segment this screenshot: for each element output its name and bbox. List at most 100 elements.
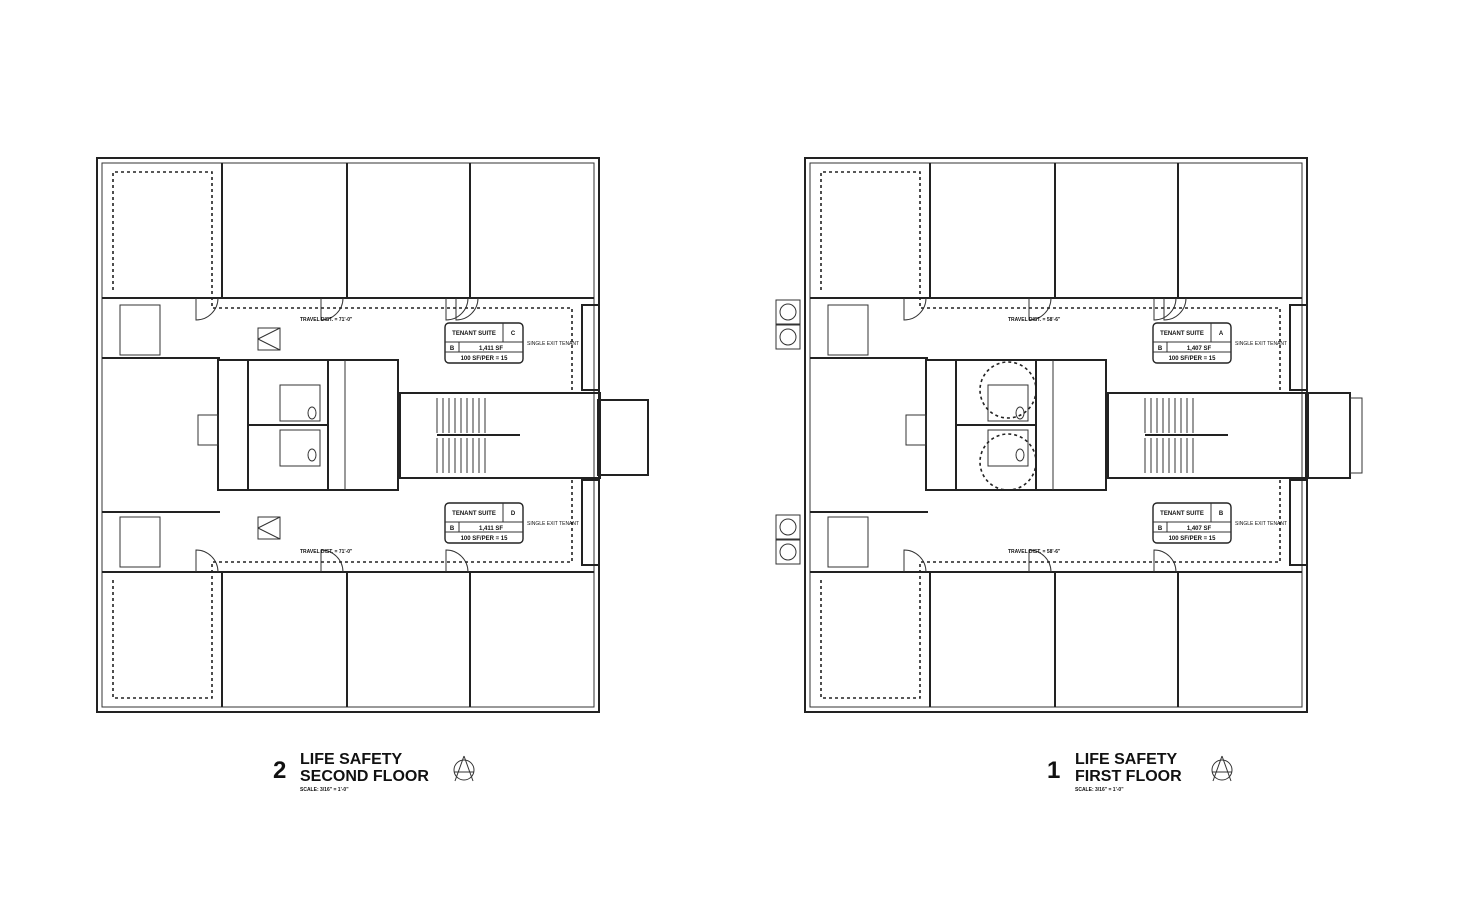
toilet-icon <box>307 406 317 420</box>
suite-id: A <box>1219 331 1224 337</box>
title-line1: LIFE SAFETY <box>1075 751 1178 768</box>
condenser-unit-icon <box>775 299 801 325</box>
travel-distance: TRAVEL DIST. = 58'-6" <box>1008 317 1061 323</box>
tenant-suite-table: TENANT SUITE A B 1,407 SF 100 SF/PER = 15 SIN… <box>1152 322 1287 364</box>
suite-label: TENANT SUITE <box>1160 331 1204 337</box>
toilet-icon <box>307 448 317 462</box>
plan-number: 1 <box>1047 757 1060 784</box>
north-arrow-icon <box>1211 755 1233 782</box>
condenser-unit-icon <box>775 539 801 565</box>
toilet-room <box>987 429 1029 467</box>
sink-counter <box>197 414 219 446</box>
exit-stair-landing <box>1289 479 1308 566</box>
closet <box>827 516 869 568</box>
toilet-room <box>987 384 1029 422</box>
shaft-line <box>257 338 281 351</box>
suite-id: D <box>511 511 516 517</box>
shaft-line <box>257 516 281 529</box>
suite-label: TENANT SUITE <box>1160 511 1204 517</box>
condenser-box <box>775 299 801 325</box>
restroom-wall <box>925 359 957 491</box>
toilet-room <box>279 384 321 422</box>
shaft-line <box>257 527 281 540</box>
egress-path <box>820 171 1281 393</box>
toilet-icon <box>1015 448 1025 462</box>
door-swing <box>195 297 219 321</box>
toilet-room <box>279 429 321 467</box>
sink-counter <box>905 414 927 446</box>
occupant-load: 100 SF/PER = 15 <box>1169 356 1217 362</box>
exit-note: SINGLE EXIT TENANT <box>1235 341 1287 347</box>
suite-label: TENANT SUITE <box>452 331 496 337</box>
scale-note: SCALE: 3/16" = 1'-0" <box>300 787 349 793</box>
travel-distance: TRAVEL DIST. = 71'-0" <box>300 549 353 555</box>
door-swing <box>445 297 469 321</box>
entry-doors <box>1349 397 1363 474</box>
stair-enclosure <box>399 392 601 479</box>
travel-distance: TRAVEL DIST. = 58'-6" <box>1008 549 1061 555</box>
exit-stair-landing <box>1289 304 1308 391</box>
door-swing <box>1028 297 1052 321</box>
plan-number: 2 <box>273 757 286 784</box>
condenser-box <box>775 324 801 350</box>
restroom-wall <box>217 359 249 491</box>
door-swing <box>903 549 927 573</box>
egress-path <box>112 478 573 699</box>
title-line2: SECOND FLOOR <box>300 768 429 785</box>
condenser-unit-icon <box>775 514 801 540</box>
door-swing <box>903 297 927 321</box>
door-swing <box>320 549 344 573</box>
janitor-room <box>327 359 399 491</box>
title-line1: LIFE SAFETY <box>300 751 403 768</box>
suite-area: 1,411 SF <box>479 526 503 532</box>
turning-circle <box>979 361 1037 419</box>
condenser-box <box>775 514 801 540</box>
closet <box>119 304 161 356</box>
door-swing <box>1028 549 1052 573</box>
exit-note: SINGLE EXIT TENANT <box>527 521 579 527</box>
janitor-room <box>1035 359 1107 491</box>
shaft-line <box>257 327 281 340</box>
turning-circle <box>979 433 1037 491</box>
stair-enclosure <box>1107 392 1309 479</box>
occupant-load: 100 SF/PER = 15 <box>1169 536 1217 542</box>
first-floor-title: 1 LIFE SAFETY FIRST FLOOR SCALE: 3/16" =… <box>1047 751 1233 793</box>
suite-id: B <box>1219 511 1224 517</box>
fan-icon <box>779 328 797 346</box>
shaft-icon <box>257 327 281 351</box>
closet <box>827 304 869 356</box>
suite-area: 1,407 SF <box>1187 346 1212 352</box>
egress-path <box>112 171 573 393</box>
stair-treads <box>1144 398 1194 473</box>
fan-icon <box>779 543 797 561</box>
shaft-box <box>257 327 281 351</box>
suite-id: C <box>511 331 516 337</box>
toilet-icon <box>1015 406 1025 420</box>
door-swing <box>1163 297 1187 321</box>
exit-note: SINGLE EXIT TENANT <box>527 341 579 347</box>
door-swing <box>455 297 479 321</box>
occupancy-group: B <box>1158 346 1163 352</box>
suite-label: TENANT SUITE <box>452 511 496 517</box>
stair-treads <box>436 398 486 473</box>
occupant-load: 100 SF/PER = 15 <box>461 536 509 542</box>
occupancy-group: B <box>450 346 455 352</box>
second-floor-plan: TRAVEL DIST. = 71'-0"TRAVEL DIST. = 71'-… <box>96 157 649 713</box>
closet <box>119 516 161 568</box>
tenant-suite-table: TENANT SUITE B B 1,407 SF 100 SF/PER = 15 SIN… <box>1152 502 1287 544</box>
north-arrow-icon <box>453 755 475 782</box>
exit-stair-landing <box>581 479 600 566</box>
occupant-load: 100 SF/PER = 15 <box>461 356 509 362</box>
occupancy-group: B <box>1158 526 1163 532</box>
door-swing <box>1153 297 1177 321</box>
suite-area: 1,407 SF <box>1187 526 1212 532</box>
condenser-box <box>775 539 801 565</box>
first-floor-plan: TRAVEL DIST. = 58'-6" TRAVEL DIST. = 58'-… <box>775 157 1363 713</box>
scale-note: SCALE: 3/16" = 1'-0" <box>1075 787 1124 793</box>
entry-vestibule <box>597 399 649 476</box>
exit-note: SINGLE EXIT TENANT <box>1235 521 1287 527</box>
entry-vestibule <box>1305 392 1351 479</box>
title-line2: FIRST FLOOR <box>1075 768 1182 785</box>
